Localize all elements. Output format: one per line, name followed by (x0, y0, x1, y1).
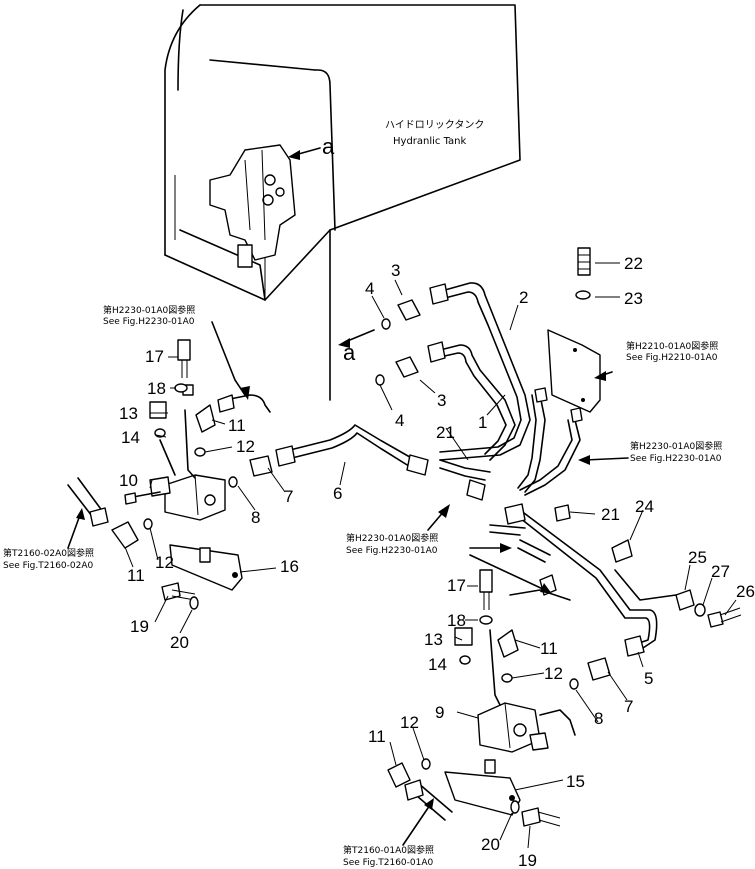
part-label-11-left-upper: 11 (228, 416, 246, 435)
ref-h2210-en: See Fig.H2210-01A0 (626, 353, 718, 363)
ref-h2230-right-jp: 第H2230-01A0図参照 (630, 440, 722, 452)
part-label-9: 9 (435, 703, 444, 722)
part-label-23: 23 (624, 289, 643, 308)
tank-label-en: Hydranlic Tank (393, 136, 467, 147)
part-label-14-left: 14 (121, 428, 140, 447)
leader-lines (124, 262, 737, 849)
part-label-4-lower: 4 (395, 411, 404, 430)
part-label-7-right: 7 (624, 697, 633, 716)
part-label-13-right: 13 (424, 630, 443, 649)
part-label-27: 27 (711, 562, 730, 581)
part-label-19-left: 19 (130, 617, 149, 636)
part-label-26: 26 (736, 582, 755, 601)
part-label-16: 16 (280, 557, 299, 576)
part-label-17-left: 17 (145, 347, 164, 366)
part-label-6: 6 (333, 484, 342, 503)
ref-h2230-right-en: See Fig.H2230-01A0 (630, 454, 722, 464)
hoses-upper (427, 282, 583, 496)
part-label-12-left-lower: 12 (155, 553, 174, 572)
part-label-3-lower: 3 (437, 391, 446, 410)
ref-h2230-top-jp: 第H2230-01A0図参照 (103, 304, 195, 316)
part-label-20-left: 20 (170, 633, 189, 652)
part-label-15: 15 (566, 772, 585, 791)
part-label-12-right-lower: 12 (400, 713, 419, 732)
control-valve (209, 144, 296, 268)
ref-t2160-02-jp: 第T2160-02A0図参照 (3, 547, 94, 559)
callout-a-upper: a (322, 134, 335, 159)
ref-t2160-02-en: See Fig.T2160-02A0 (3, 561, 94, 571)
part-label-14-right: 14 (428, 655, 447, 674)
part-number-labels: 22 23 3 4 2 1 4 3 17 18 13 11 14 12 10 7… (119, 254, 755, 869)
brackets-right (554, 504, 742, 628)
ref-h2230-mid-jp: 第H2230-01A0図参照 (346, 532, 438, 544)
part-label-10: 10 (119, 471, 138, 490)
part-label-3-upper: 3 (391, 261, 400, 280)
bracket-15 (444, 759, 561, 827)
part-label-5: 5 (644, 669, 653, 688)
part-label-21-right: 21 (601, 505, 620, 524)
hose-5 (489, 503, 658, 657)
tank-label-jp: ハイドロリックタンク (385, 119, 484, 131)
part-label-17-right: 17 (447, 576, 466, 595)
hose-6 (275, 424, 491, 501)
part-label-8-left: 8 (251, 508, 260, 527)
valve-block-9 (387, 569, 611, 821)
part-label-1: 1 (478, 413, 487, 432)
bracket-upper-right (547, 247, 601, 413)
part-label-8-right: 8 (594, 709, 603, 728)
part-label-19-right: 19 (518, 851, 537, 869)
ref-h2230-top-en: See Fig.H2230-01A0 (103, 317, 195, 327)
part-label-18-left: 18 (147, 379, 166, 398)
ref-h2210-jp: 第H2210-01A0図参照 (626, 340, 718, 352)
part-label-4-upper: 4 (365, 279, 374, 298)
part-label-25: 25 (688, 548, 707, 567)
valve-block-10 (67, 339, 273, 549)
fittings-upper (338, 299, 421, 386)
hydraulic-tank (164, 4, 521, 401)
part-label-2: 2 (519, 288, 528, 307)
part-label-7-left: 7 (284, 487, 293, 506)
part-label-11-left-lower: 11 (127, 566, 145, 585)
reference-arrows (67, 147, 629, 846)
ref-t2160-01-jp: 第T2160-01A0図参照 (343, 844, 434, 856)
part-label-22: 22 (624, 254, 643, 273)
part-label-20-right: 20 (481, 835, 500, 854)
part-label-11-right-upper: 11 (540, 639, 558, 658)
bracket-16 (161, 544, 243, 610)
part-label-18-right: 18 (447, 611, 466, 630)
callout-a-lower: a (343, 340, 356, 365)
part-label-12-right-upper: 12 (544, 664, 563, 683)
part-label-13-left: 13 (119, 404, 138, 423)
part-label-24: 24 (635, 497, 654, 516)
ref-t2160-01-en: See Fig.T2160-01A0 (343, 858, 434, 868)
part-label-12-left-upper: 12 (236, 437, 255, 456)
part-label-21-upper: 21 (436, 423, 455, 442)
ref-h2230-mid-en: See Fig.H2230-01A0 (346, 546, 438, 556)
part-label-11-right-lower: 11 (368, 727, 386, 746)
